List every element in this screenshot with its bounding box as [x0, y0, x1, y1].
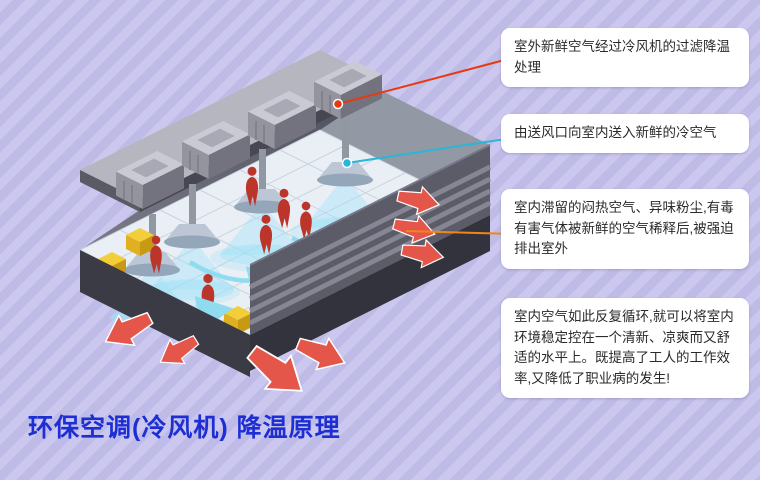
callout-text: 室内滞留的闷热空气、异味粉尘,有毒有害气体被新鲜的空气稀释后,被强迫排出室外 [514, 200, 734, 257]
wall-top-edge [249, 144, 491, 266]
roof-fascia [140, 80, 380, 212]
callout-circulation: 室内空气如此反复循环,就可以将室内环境稳定控在一个清新、凉爽而又舒适的水平上。既… [501, 298, 749, 399]
roof-fascia-left [80, 170, 140, 212]
front-left-base [80, 250, 250, 377]
callout-outdoor-air: 室外新鲜空气经过冷风机的过滤降温处理 [501, 28, 749, 88]
page-title: 环保空调(冷风机) 降温原理 [28, 414, 341, 442]
callout-text: 由送风口向室内送入新鲜的冷空气 [514, 125, 717, 140]
callout-supply-air: 由送风口向室内送入新鲜的冷空气 [501, 114, 749, 153]
leader-dot-cyan [341, 157, 353, 169]
callout-text: 室外新鲜空气经过冷风机的过滤降温处理 [514, 39, 730, 75]
callout-exhaust-air: 室内滞留的闷热空气、异味粉尘,有毒有害气体被新鲜的空气稀释后,被强迫排出室外 [501, 189, 749, 269]
leader-dot-red [332, 98, 344, 110]
leader-lines [332, 57, 513, 235]
louver-slats [248, 164, 492, 326]
callout-text: 室内空气如此反复循环,就可以将室内环境稳定控在一个清新、凉爽而又舒适的水平上。既… [514, 309, 734, 386]
